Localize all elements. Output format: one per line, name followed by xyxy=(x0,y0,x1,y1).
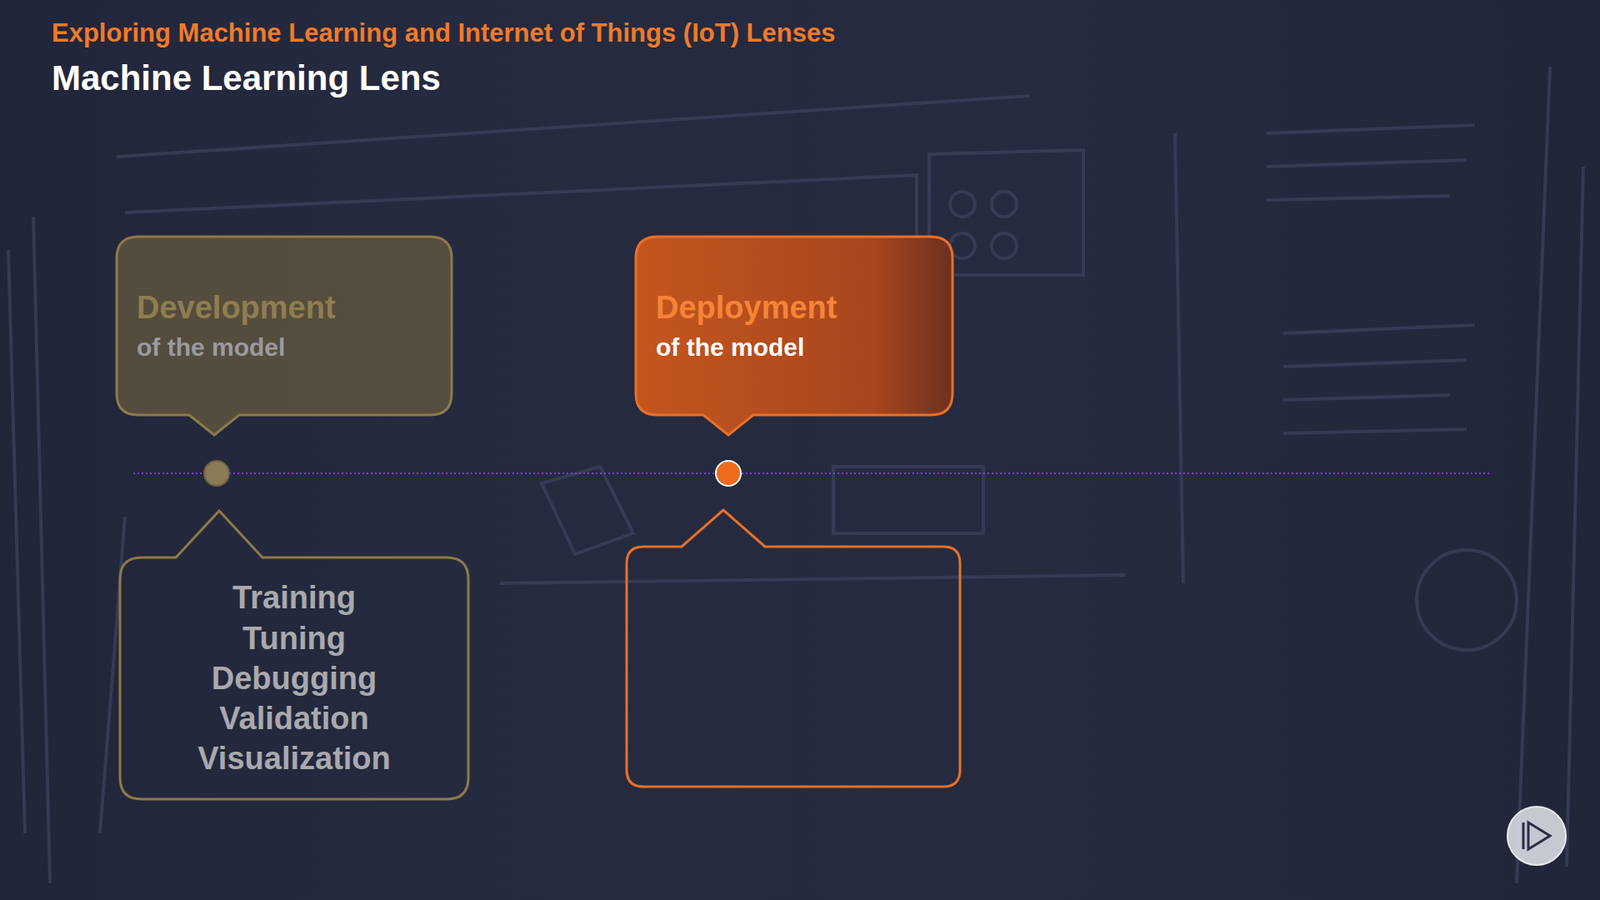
callout-shape xyxy=(120,510,469,800)
box-heading: Development xyxy=(136,290,336,327)
play-icon xyxy=(1523,822,1550,850)
heading: Exploring Machine Learning and Internet … xyxy=(51,18,835,49)
callout-box: Deployment of the model xyxy=(635,236,953,415)
list-item: Visualization xyxy=(197,738,391,779)
timeline-dot xyxy=(715,460,741,486)
empty-callout-box xyxy=(626,510,960,787)
callout-box: TrainingTuningDebuggingValidationVisuali… xyxy=(120,557,469,800)
timeline xyxy=(133,472,1491,475)
callout-shape xyxy=(116,236,452,435)
box-heading: Deployment xyxy=(655,290,837,327)
blueprint-sketch xyxy=(8,66,1584,884)
list-item: Debugging xyxy=(211,658,377,699)
list-item: Tuning xyxy=(242,618,346,659)
box-subheading: of the model xyxy=(655,333,805,363)
callout-box: Development of the model xyxy=(116,236,452,415)
timeline-dot xyxy=(204,460,230,486)
box-subheading: of the model xyxy=(136,333,285,363)
list-item: Validation xyxy=(219,698,369,739)
subheading: Machine Learning Lens xyxy=(51,58,441,99)
callout-shape xyxy=(635,236,953,435)
play-button xyxy=(1507,806,1566,865)
callout-outline xyxy=(116,236,452,415)
callout-outline xyxy=(635,236,953,415)
list-item: Training xyxy=(232,577,356,618)
